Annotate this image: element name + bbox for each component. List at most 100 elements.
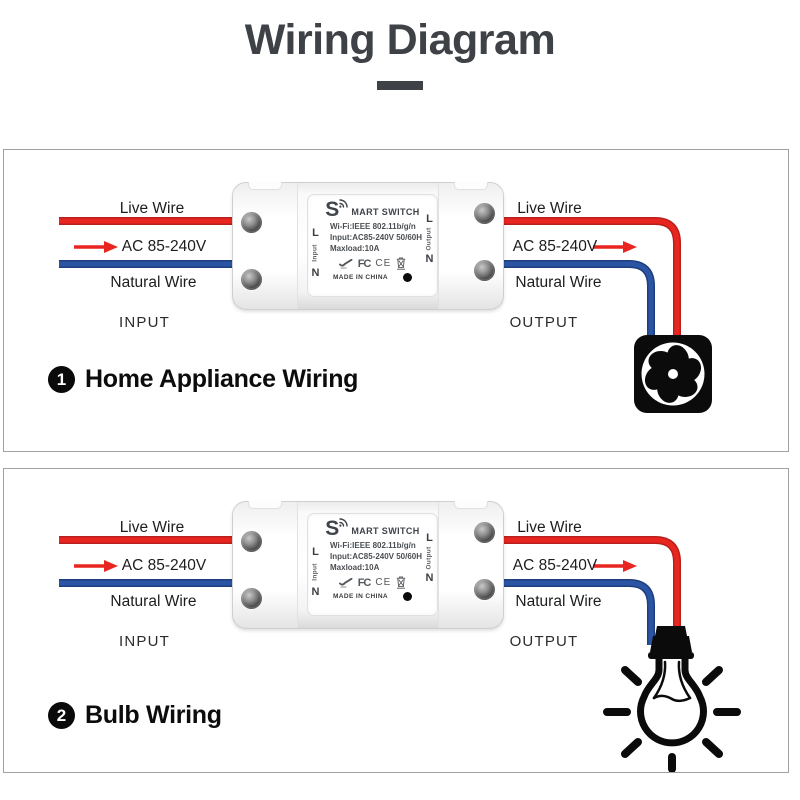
output-terminal-labels: L Output N (422, 500, 437, 615)
output-terminal-labels: L Output N (422, 181, 437, 296)
live-wire-label: Live Wire (119, 200, 185, 217)
fcc-mark: FC (357, 257, 372, 270)
weee-bin-icon (397, 257, 406, 270)
terminal-l-label: L (426, 531, 433, 544)
output-terminal-label: Output (425, 545, 433, 570)
device-specs: Wi-Fi:IEEE 802.11b/g/n Input:AC85-240V 5… (323, 221, 422, 254)
reset-button-dot (403, 592, 413, 601)
terminal-screw-icon (474, 579, 495, 600)
page-title: Wiring Diagram (244, 16, 556, 64)
title-underline (377, 81, 423, 90)
live-wire-label: Live Wire (119, 519, 185, 536)
spec-maxload: Maxload:10A (330, 563, 380, 572)
fan-icon (634, 335, 712, 413)
wiring-lines (59, 217, 681, 342)
voltage-label: AC 85-240V (512, 238, 598, 255)
section-title-text: Bulb Wiring (85, 701, 222, 729)
cap-notch (454, 501, 488, 509)
current-direction-arrow (74, 560, 637, 572)
terminal-n-label: N (311, 266, 320, 279)
device-label-plate: L Input N S MART SWITCH Wi-Fi:IEEE 802.1… (307, 194, 438, 297)
brand-initial: S (325, 517, 340, 540)
brand-logo: S MART SWITCH (325, 517, 420, 540)
cap-notch (248, 501, 282, 509)
terminal-n-label: N (425, 571, 434, 584)
device-right-terminal-cap (438, 182, 503, 309)
input-terminal-label: Input (311, 243, 319, 262)
brand-initial: S (325, 198, 340, 221)
live-wire-label: Live Wire (517, 200, 582, 217)
spec-maxload: Maxload:10A (330, 244, 380, 253)
terminal-screw-icon (241, 269, 262, 290)
made-in-row: MADE IN CHINA (332, 273, 413, 282)
device-right-terminal-cap (438, 501, 503, 628)
output-side-label: OUTPUT (509, 314, 579, 331)
output-side-label: OUTPUT (509, 633, 579, 650)
cap-notch (454, 182, 488, 190)
wiring-lines (59, 536, 681, 645)
terminal-l-label: L (312, 545, 319, 558)
panel-home-appliance-wiring: Live Wire AC 85-240V Natural Wire INPUT … (3, 149, 789, 452)
cap-notch (248, 182, 282, 190)
certification-marks: FC CE (338, 257, 407, 270)
cert-check-icon (338, 577, 353, 587)
input-side-label: INPUT (119, 633, 170, 650)
made-in-row: MADE IN CHINA (332, 592, 413, 601)
voltage-label: AC 85-240V (512, 557, 598, 574)
section-title-text: Home Appliance Wiring (85, 365, 359, 393)
wifi-signal-icon (339, 518, 349, 527)
reset-button-dot (403, 273, 413, 282)
neutral-wire-label: Natural Wire (110, 274, 197, 291)
certification-marks: FC CE (338, 576, 407, 589)
made-in-label: MADE IN CHINA (332, 274, 389, 281)
terminal-n-label: N (311, 585, 320, 598)
section-number-badge: 1 (48, 366, 75, 393)
neutral-wire-label: Natural Wire (110, 593, 197, 610)
terminal-l-label: L (312, 226, 319, 239)
ce-mark: CE (375, 577, 392, 588)
spec-wifi: Wi-Fi:IEEE 802.11b/g/n (330, 541, 416, 550)
cert-check-icon (338, 258, 353, 268)
brand-logo: S MART SWITCH (325, 198, 420, 221)
terminal-screw-icon (241, 588, 262, 609)
voltage-label: AC 85-240V (121, 238, 207, 255)
terminal-screw-icon (474, 260, 495, 281)
terminal-screw-icon (241, 531, 262, 552)
voltage-label: AC 85-240V (121, 557, 207, 574)
section-heading-2: 2 Bulb Wiring (48, 701, 222, 730)
device-label-content: S MART SWITCH Wi-Fi:IEEE 802.11b/g/n Inp… (323, 514, 422, 615)
device-label-plate: L Input N S MART SWITCH Wi-Fi:IEEE 802.1… (307, 513, 438, 616)
live-wire-label: Live Wire (517, 519, 582, 536)
input-terminal-label: Input (311, 562, 319, 581)
current-direction-arrow (74, 241, 637, 253)
ce-mark: CE (375, 258, 392, 269)
output-terminal-label: Output (425, 226, 433, 251)
spec-input: Input:AC85-240V 50/60Hz (330, 233, 422, 242)
terminal-n-label: N (425, 252, 434, 265)
fcc-mark: FC (357, 576, 372, 589)
smart-switch-device: L Input N S MART SWITCH Wi-Fi:IEEE 802.1… (232, 182, 504, 310)
input-terminal-labels: L Input N (308, 209, 323, 296)
made-in-label: MADE IN CHINA (332, 593, 389, 600)
input-terminal-labels: L Input N (308, 528, 323, 615)
terminal-screw-icon (474, 522, 495, 543)
brand-name: MART SWITCH (351, 207, 420, 217)
device-left-terminal-cap (233, 501, 298, 628)
spec-input: Input:AC85-240V 50/60Hz (330, 552, 422, 561)
input-side-label: INPUT (119, 314, 170, 331)
spec-wifi: Wi-Fi:IEEE 802.11b/g/n (330, 222, 416, 231)
terminal-screw-icon (474, 203, 495, 224)
neutral-wire-label: Natural Wire (515, 274, 602, 291)
terminal-screw-icon (241, 212, 262, 233)
device-left-terminal-cap (233, 182, 298, 309)
neutral-wire-label: Natural Wire (515, 593, 602, 610)
smart-switch-device: L Input N S MART SWITCH Wi-Fi:IEEE 802.1… (232, 501, 504, 629)
section-heading-1: 1 Home Appliance Wiring (48, 365, 358, 394)
wifi-signal-icon (339, 199, 349, 208)
brand-name: MART SWITCH (351, 526, 420, 536)
panel-bulb-wiring: Live Wire AC 85-240V Natural Wire INPUT … (3, 468, 789, 773)
device-label-content: S MART SWITCH Wi-Fi:IEEE 802.11b/g/n Inp… (323, 195, 422, 296)
terminal-l-label: L (426, 212, 433, 225)
section-number-badge: 2 (48, 702, 75, 729)
